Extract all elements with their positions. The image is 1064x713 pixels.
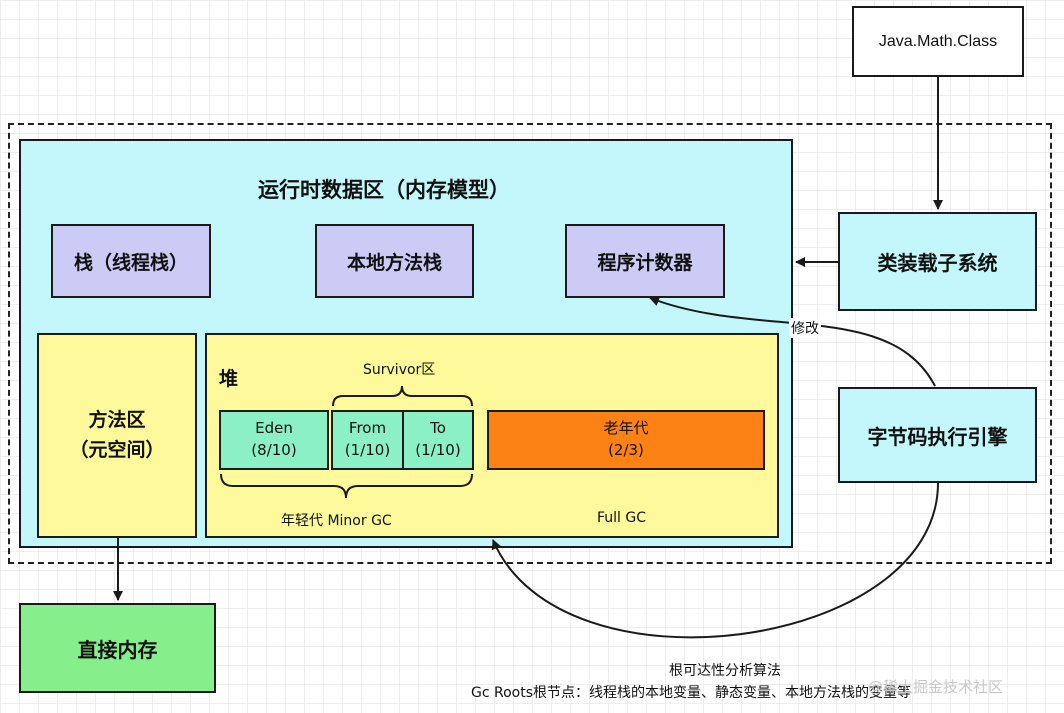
method-area-label: 方法区 xyxy=(88,409,146,432)
eden-ratio: (8/10) xyxy=(251,441,297,459)
modify-label: 修改 xyxy=(789,318,821,338)
young-gen-brace xyxy=(220,473,473,499)
class-loader-box: 类装载子系统 xyxy=(838,212,1037,311)
survivor-brace xyxy=(332,385,473,407)
gc-roots-description: Gc Roots根节点：线程栈的本地变量、静态变量、本地方法栈的变量等 xyxy=(471,685,912,701)
gc-roots-title: 根可达性分析算法 xyxy=(669,663,781,679)
class-file-box: Java.Math.Class xyxy=(852,6,1024,77)
arrow-engine-to-pc xyxy=(649,296,936,387)
from-label: From xyxy=(348,419,387,438)
to-label: To xyxy=(430,419,446,438)
old-gen-ratio: (2/3) xyxy=(608,441,644,459)
heap-title: 堆 xyxy=(219,368,239,390)
eden-label: Eden xyxy=(255,419,293,438)
survivor-to-box: To (1/10) xyxy=(402,410,474,470)
direct-memory-box: 直接内存 xyxy=(19,603,216,693)
to-ratio: (1/10) xyxy=(415,441,461,459)
survivor-from-box: From (1/10) xyxy=(331,410,404,470)
old-gen-label: 老年代 xyxy=(603,419,649,438)
thread-stack-box: 栈（线程栈） xyxy=(51,224,211,298)
eden-box: Eden (8/10) xyxy=(219,410,329,470)
young-gen-label: 年轻代 Minor GC xyxy=(281,513,392,529)
method-area-box: 方法区 （元空间） xyxy=(37,333,197,538)
native-method-stack-box: 本地方法栈 xyxy=(315,224,474,298)
jvm-boundary xyxy=(8,123,1052,564)
arrow-engine-to-heap xyxy=(491,482,939,639)
full-gc-label: Full GC xyxy=(597,510,647,526)
program-counter-box: 程序计数器 xyxy=(565,224,725,298)
old-generation-box: 老年代 (2/3) xyxy=(487,410,765,470)
from-ratio: (1/10) xyxy=(344,441,391,459)
survivor-label: Survivor区 xyxy=(363,362,436,378)
runtime-area-title: 运行时数据区（内存模型） xyxy=(258,178,510,202)
watermark: @稀土掘金技术社区 xyxy=(868,678,1004,696)
execution-engine-box: 字节码执行引擎 xyxy=(838,387,1037,483)
metaspace-label: （元空间） xyxy=(69,438,165,461)
